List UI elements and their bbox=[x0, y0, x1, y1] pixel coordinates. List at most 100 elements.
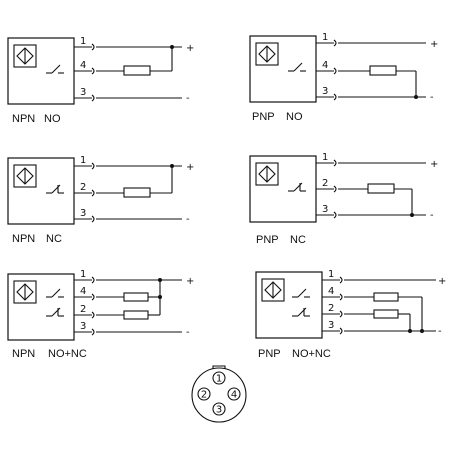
pin-number: 1 bbox=[80, 155, 86, 166]
terminal-sign: + bbox=[438, 276, 446, 287]
connector-pin-label: 3 bbox=[216, 405, 222, 416]
output-label: NO bbox=[286, 111, 303, 123]
plug-icon bbox=[333, 39, 337, 47]
pin-number: 3 bbox=[80, 208, 86, 219]
sensor-symbol-icon bbox=[13, 164, 37, 188]
connector-pin-label: 1 bbox=[216, 374, 222, 385]
sensor-body bbox=[249, 155, 317, 223]
pin-number: 3 bbox=[322, 86, 328, 97]
plug-icon bbox=[91, 162, 95, 170]
switch-nc-icon bbox=[46, 307, 64, 317]
plug-icon bbox=[333, 211, 337, 219]
sensor-body bbox=[7, 273, 75, 341]
connector-pin bbox=[212, 402, 226, 416]
switch-no-icon bbox=[292, 288, 310, 298]
sensor-symbol-icon bbox=[13, 280, 37, 304]
pin-number: 4 bbox=[322, 60, 328, 71]
terminal-sign: - bbox=[186, 214, 190, 225]
sensor-body bbox=[249, 35, 317, 103]
type-label: PNP bbox=[252, 111, 275, 123]
terminal-sign: + bbox=[186, 162, 194, 173]
sensor-body bbox=[255, 271, 323, 339]
connector-pin bbox=[197, 387, 211, 401]
sensor-symbol-icon bbox=[255, 162, 279, 186]
pin-number: 1 bbox=[322, 152, 328, 163]
type-label: NPN bbox=[12, 348, 35, 360]
sensor-body bbox=[7, 157, 75, 225]
plug-icon bbox=[91, 43, 95, 51]
pin-number: 2 bbox=[322, 178, 328, 189]
plug-icon bbox=[339, 276, 343, 284]
terminal-sign: + bbox=[430, 159, 438, 170]
connector-pin bbox=[227, 387, 241, 401]
terminal-sign: - bbox=[430, 210, 434, 221]
plug-icon bbox=[91, 94, 95, 102]
connector-outline bbox=[191, 367, 247, 423]
connector-pin-label: 4 bbox=[231, 390, 237, 401]
connector-pin bbox=[212, 371, 226, 385]
pin-number: 4 bbox=[80, 286, 86, 297]
output-label: NO+NC bbox=[48, 348, 87, 360]
diagram-pnp-no: 1 4 3 + - PNP NO bbox=[249, 32, 438, 123]
plug-icon bbox=[333, 67, 337, 75]
output-label: NO bbox=[44, 113, 61, 125]
output-label: NC bbox=[46, 233, 62, 245]
pin-number: 1 bbox=[80, 269, 86, 280]
plug-icon bbox=[91, 293, 95, 301]
diagram-npn-nc: 1 2 3 + - NPN NC bbox=[7, 155, 194, 245]
load-resistor bbox=[367, 183, 395, 194]
pin-number: 1 bbox=[322, 32, 328, 43]
plug-icon bbox=[339, 310, 343, 318]
pin-number: 3 bbox=[80, 321, 86, 332]
type-label: PNP bbox=[258, 348, 281, 360]
diagram-pnp-no-nc: 1 4 2 3 + - PNP NO+NC bbox=[255, 269, 446, 360]
switch-nc-icon bbox=[46, 184, 64, 194]
plug-icon bbox=[91, 215, 95, 223]
output-label: NC bbox=[290, 234, 306, 246]
pin-number: 1 bbox=[80, 36, 86, 47]
terminal-sign: + bbox=[430, 39, 438, 50]
switch-no-icon bbox=[46, 288, 64, 298]
output-label: NO+NC bbox=[292, 348, 331, 360]
load-resistor bbox=[373, 292, 399, 302]
plug-icon bbox=[333, 159, 337, 167]
plug-icon bbox=[333, 93, 337, 101]
connector-pinout: 1 2 4 3 bbox=[191, 365, 247, 423]
sensor-symbol-icon bbox=[255, 42, 279, 66]
pin-number: 2 bbox=[80, 182, 86, 193]
switch-no-icon bbox=[46, 64, 64, 74]
pin-number: 2 bbox=[328, 303, 334, 314]
diagram-npn-no: 1 4 3 + - NPN NO bbox=[7, 36, 194, 125]
plug-icon bbox=[333, 185, 337, 193]
plug-icon bbox=[339, 293, 343, 301]
pin-number: 3 bbox=[80, 87, 86, 98]
terminal-sign: - bbox=[186, 327, 190, 338]
connector-pin-label: 2 bbox=[201, 390, 207, 401]
plug-icon bbox=[91, 67, 95, 75]
sensor-symbol-icon bbox=[261, 278, 285, 302]
type-label: NPN bbox=[12, 233, 35, 245]
diagram-pnp-nc: 1 2 3 + - PNP NC bbox=[249, 152, 438, 246]
switch-nc-icon bbox=[292, 307, 310, 317]
load-resistor bbox=[123, 310, 149, 320]
plug-icon bbox=[339, 327, 343, 335]
load-resistor bbox=[123, 65, 151, 76]
type-label: NPN bbox=[12, 113, 35, 125]
pin-number: 3 bbox=[322, 204, 328, 215]
pin-number: 3 bbox=[328, 320, 334, 331]
switch-no-icon bbox=[288, 62, 306, 72]
terminal-sign: - bbox=[430, 92, 434, 103]
switch-nc-icon bbox=[288, 182, 306, 192]
terminal-sign: - bbox=[186, 93, 190, 104]
connector-key-notch bbox=[212, 365, 226, 369]
plug-icon bbox=[91, 328, 95, 336]
terminal-sign: + bbox=[186, 43, 194, 54]
plug-icon bbox=[91, 189, 95, 197]
sensor-body bbox=[7, 37, 75, 105]
load-resistor bbox=[369, 65, 397, 76]
load-resistor bbox=[123, 187, 151, 198]
terminal-sign: - bbox=[438, 326, 442, 337]
pin-number: 2 bbox=[80, 304, 86, 315]
type-label: PNP bbox=[256, 234, 279, 246]
